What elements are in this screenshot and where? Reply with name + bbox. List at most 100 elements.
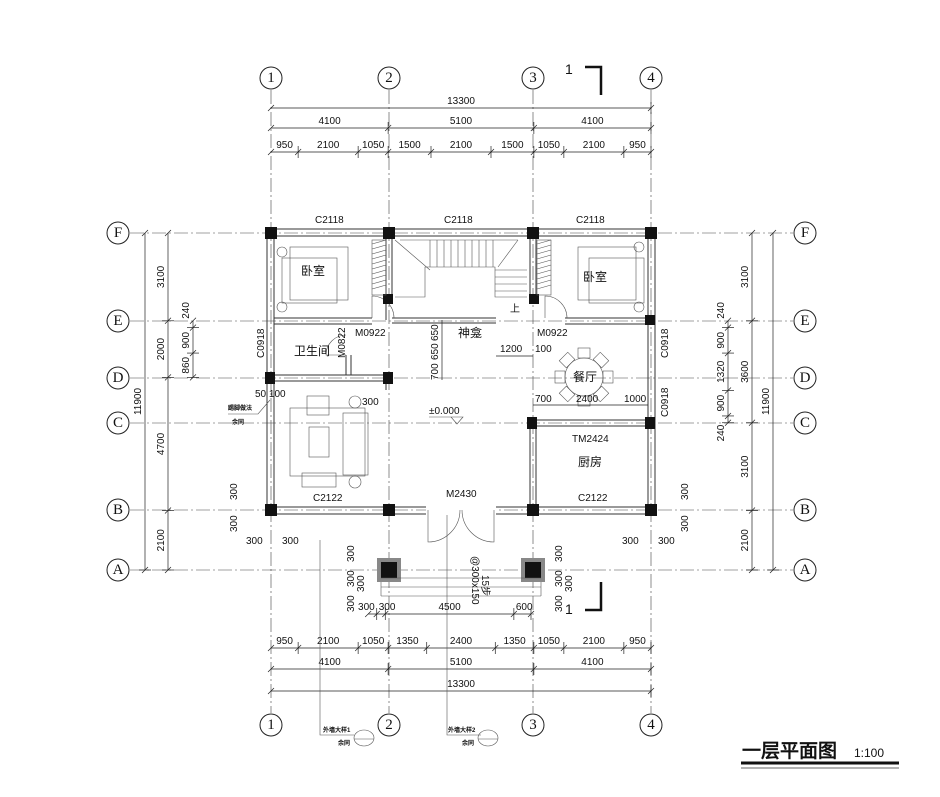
wardrobe-hatch-line <box>536 274 552 280</box>
dimension-value: 4100 <box>318 116 341 127</box>
dimension-value: 1500 <box>501 140 524 151</box>
dim-label: 300 <box>554 570 565 587</box>
axis-label: B <box>113 502 123 518</box>
dimension-value: 950 <box>629 140 646 151</box>
wardrobe-hatch-line <box>371 279 387 285</box>
dimension-value: 13300 <box>447 96 475 107</box>
door-label: M0922 <box>537 328 568 339</box>
dim-label: 300 <box>554 595 565 612</box>
room-labels: 卧室 卧室 卫生间 神龛 餐厅 厨房 <box>294 263 607 469</box>
room-kitchen: 厨房 <box>578 454 602 469</box>
dimension-value: 4100 <box>318 657 341 668</box>
wardrobe-hatch-line <box>371 264 387 270</box>
room-bathroom: 卫生间 <box>294 344 330 358</box>
window-label: C0918 <box>660 328 671 358</box>
axis-bubble <box>106 558 130 582</box>
wardrobe-hatch-line <box>371 244 387 250</box>
dimension-value: 4700 <box>156 432 167 455</box>
dimension-value: 1320 <box>716 360 727 383</box>
wardrobe-hatch-line <box>371 259 387 265</box>
detail-notes: 踢脚做法 余同 外墙大样1 余同 外墙大样2 余同 <box>228 399 499 747</box>
dim-label: 300 <box>680 483 691 500</box>
axis-bubble <box>521 66 545 90</box>
dim-label: 300 <box>356 575 367 592</box>
axis-label: 4 <box>647 70 655 86</box>
axis-bubble <box>106 411 130 435</box>
dim-label: 300 <box>362 397 379 408</box>
dimension-value: 950 <box>276 140 293 151</box>
dimension-tick <box>267 687 275 695</box>
axis-bubble <box>377 713 401 737</box>
dimension-tick <box>267 665 275 673</box>
axis-label: 3 <box>529 70 537 86</box>
dim-label: 700 <box>430 363 441 380</box>
dimension-tick <box>724 317 732 325</box>
axis-bubble <box>377 66 401 90</box>
dim-label: 1000 <box>624 394 647 405</box>
dimension-value: 860 <box>181 356 192 373</box>
dim-label: 300 <box>346 545 357 562</box>
room-bedroom-left: 卧室 <box>301 263 325 278</box>
axis-bubble <box>639 713 663 737</box>
dining-chair <box>558 385 576 403</box>
drawing-title: 一层平面图 1:100 <box>741 740 899 769</box>
dining-chair <box>592 351 610 369</box>
dimension-value: 1050 <box>362 636 385 647</box>
dimension-value: 240 <box>181 302 192 319</box>
dim-label: 300 <box>229 483 240 500</box>
axis-label: A <box>113 562 124 578</box>
dim-label: 300 <box>346 570 357 587</box>
door-label: M0822 <box>337 327 348 358</box>
dimension-value: 13300 <box>447 679 475 690</box>
wardrobe-hatch-line <box>536 284 552 290</box>
section-mark-top: 1 <box>565 61 603 95</box>
dimension-value: 2100 <box>156 529 167 552</box>
axis-label: A <box>800 562 811 578</box>
room-dining: 餐厅 <box>573 369 597 384</box>
window-label: C2118 <box>444 215 473 226</box>
dimension-value: 5100 <box>450 116 473 127</box>
dimension-tick <box>748 229 756 237</box>
door-label: M0922 <box>355 328 386 339</box>
dimension-value: 240 <box>716 302 727 319</box>
section-mark-bottom: 1 <box>565 582 603 617</box>
section-number: 1 <box>565 601 573 617</box>
window-label: C2118 <box>315 215 344 226</box>
dimension-value: 300 <box>358 602 375 613</box>
staircase <box>394 239 527 298</box>
dining-chair <box>558 351 576 369</box>
dimension-value: 11900 <box>133 388 144 416</box>
axis-bubble <box>793 498 817 522</box>
dimension-value: 2100 <box>317 636 340 647</box>
stair-up-label: 上 <box>510 303 520 315</box>
dimension-tick <box>267 104 275 112</box>
wardrobe-hatch-line <box>536 259 552 265</box>
axis-bubble <box>793 309 817 333</box>
note-skirting: 踢脚做法 <box>228 404 252 412</box>
dim-label: 650 <box>430 324 441 341</box>
window-label: C2122 <box>313 493 343 504</box>
wardrobe-hatch-line <box>536 239 552 245</box>
dimension-value: 950 <box>629 636 646 647</box>
dimension-value: 3100 <box>740 265 751 288</box>
elevation-mark: ±0.000 <box>429 406 460 417</box>
axis-label: 4 <box>647 717 655 733</box>
dimension-value: 3100 <box>740 455 751 478</box>
axis-label: C <box>113 415 123 431</box>
wardrobe-hatch-line <box>536 254 552 260</box>
dimension-tick <box>141 229 149 237</box>
dim-label: 1200 <box>500 344 523 355</box>
dim-label: 300 <box>680 515 691 532</box>
axis-label: C <box>800 415 810 431</box>
wardrobe-hatch-line <box>371 254 387 260</box>
axis-bubble <box>106 498 130 522</box>
wardrobe-hatch-line <box>536 279 552 285</box>
steps-count: 15步 <box>479 575 491 596</box>
dimension-tick <box>769 229 777 237</box>
axis-label: 3 <box>529 717 537 733</box>
dim-label: 300 <box>229 515 240 532</box>
wardrobe-hatch-line <box>536 269 552 275</box>
dimension-tick <box>189 317 197 325</box>
